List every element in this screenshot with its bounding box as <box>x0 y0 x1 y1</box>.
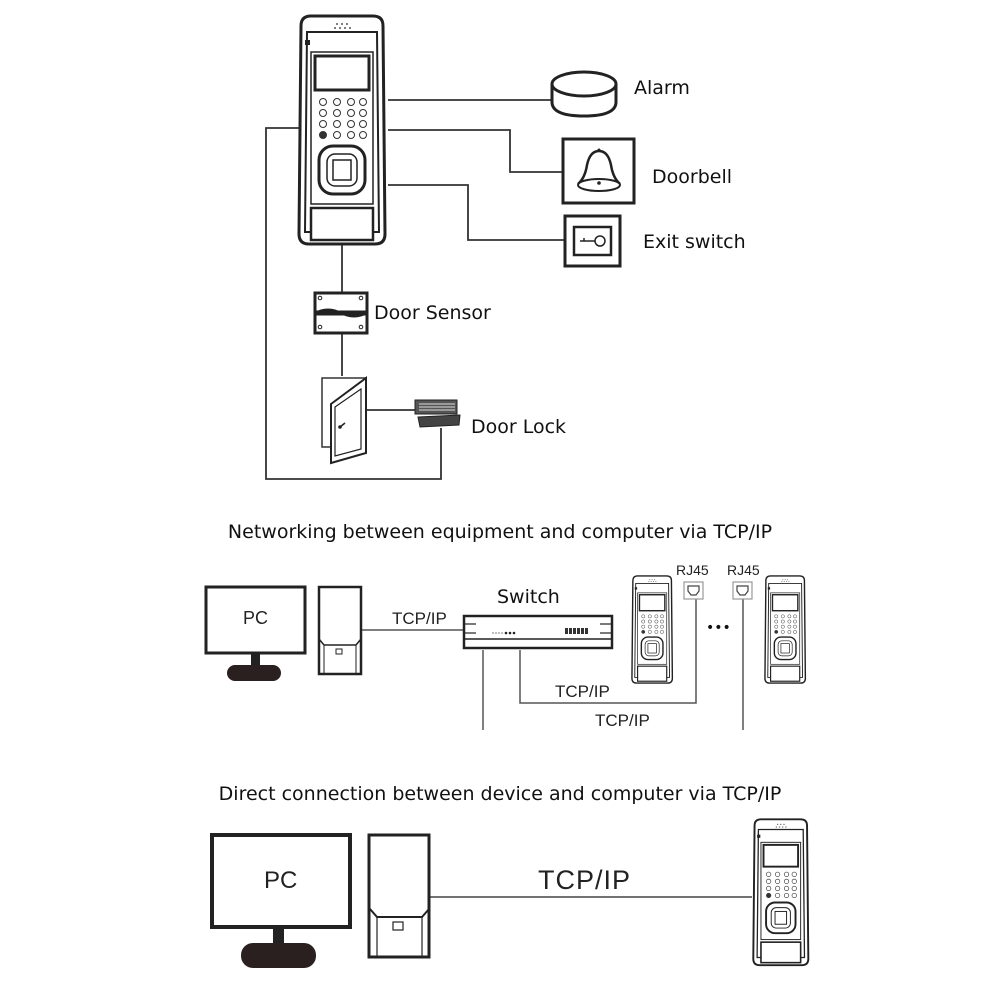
tcpip-label-device1: TCP/IP <box>555 682 610 701</box>
door-lock-icon <box>414 399 461 428</box>
network-switch-icon <box>462 614 614 650</box>
switch-label: Switch <box>497 586 560 608</box>
pc-tower-net <box>317 585 363 676</box>
rj45-label-2: RJ45 <box>727 562 760 578</box>
pc-label-direct: PC <box>264 867 298 894</box>
pc-tower-direct <box>367 833 431 959</box>
pc-monitor-net <box>204 585 307 681</box>
tcpip-label-direct: TCP/IP <box>538 865 632 895</box>
networking-heading: Networking between equipment and compute… <box>227 521 773 543</box>
doorbell-icon <box>561 137 636 205</box>
alarm-icon <box>550 70 618 118</box>
direct-connection-heading: Direct connection between device and com… <box>218 783 782 805</box>
door-icon <box>321 376 367 465</box>
wires-section1 <box>265 99 565 480</box>
doorbell-label: Doorbell <box>652 166 732 188</box>
tcpip-label-pc-switch: TCP/IP <box>392 609 447 628</box>
main-reader <box>297 14 387 246</box>
reader-net-2 <box>764 575 807 684</box>
exit-switch-label: Exit switch <box>643 231 746 253</box>
wires-section2 <box>362 597 744 730</box>
rj45-label-1: RJ45 <box>676 562 709 578</box>
rj45-port-icon-2 <box>732 581 753 600</box>
alarm-label: Alarm <box>634 77 690 99</box>
reader-net-1 <box>631 575 674 684</box>
more-devices-ellipsis: ••• <box>706 620 731 636</box>
door-sensor-label: Door Sensor <box>374 302 491 324</box>
pc-monitor-direct <box>210 833 352 968</box>
door-lock-label: Door Lock <box>471 416 567 438</box>
pc-label-net: PC <box>243 608 269 628</box>
door-sensor-icon <box>313 291 369 335</box>
rj45-port-icon-1 <box>683 581 704 600</box>
reader-direct <box>752 818 810 967</box>
tcpip-label-device2: TCP/IP <box>595 711 650 730</box>
exit-switch-icon <box>563 214 622 268</box>
